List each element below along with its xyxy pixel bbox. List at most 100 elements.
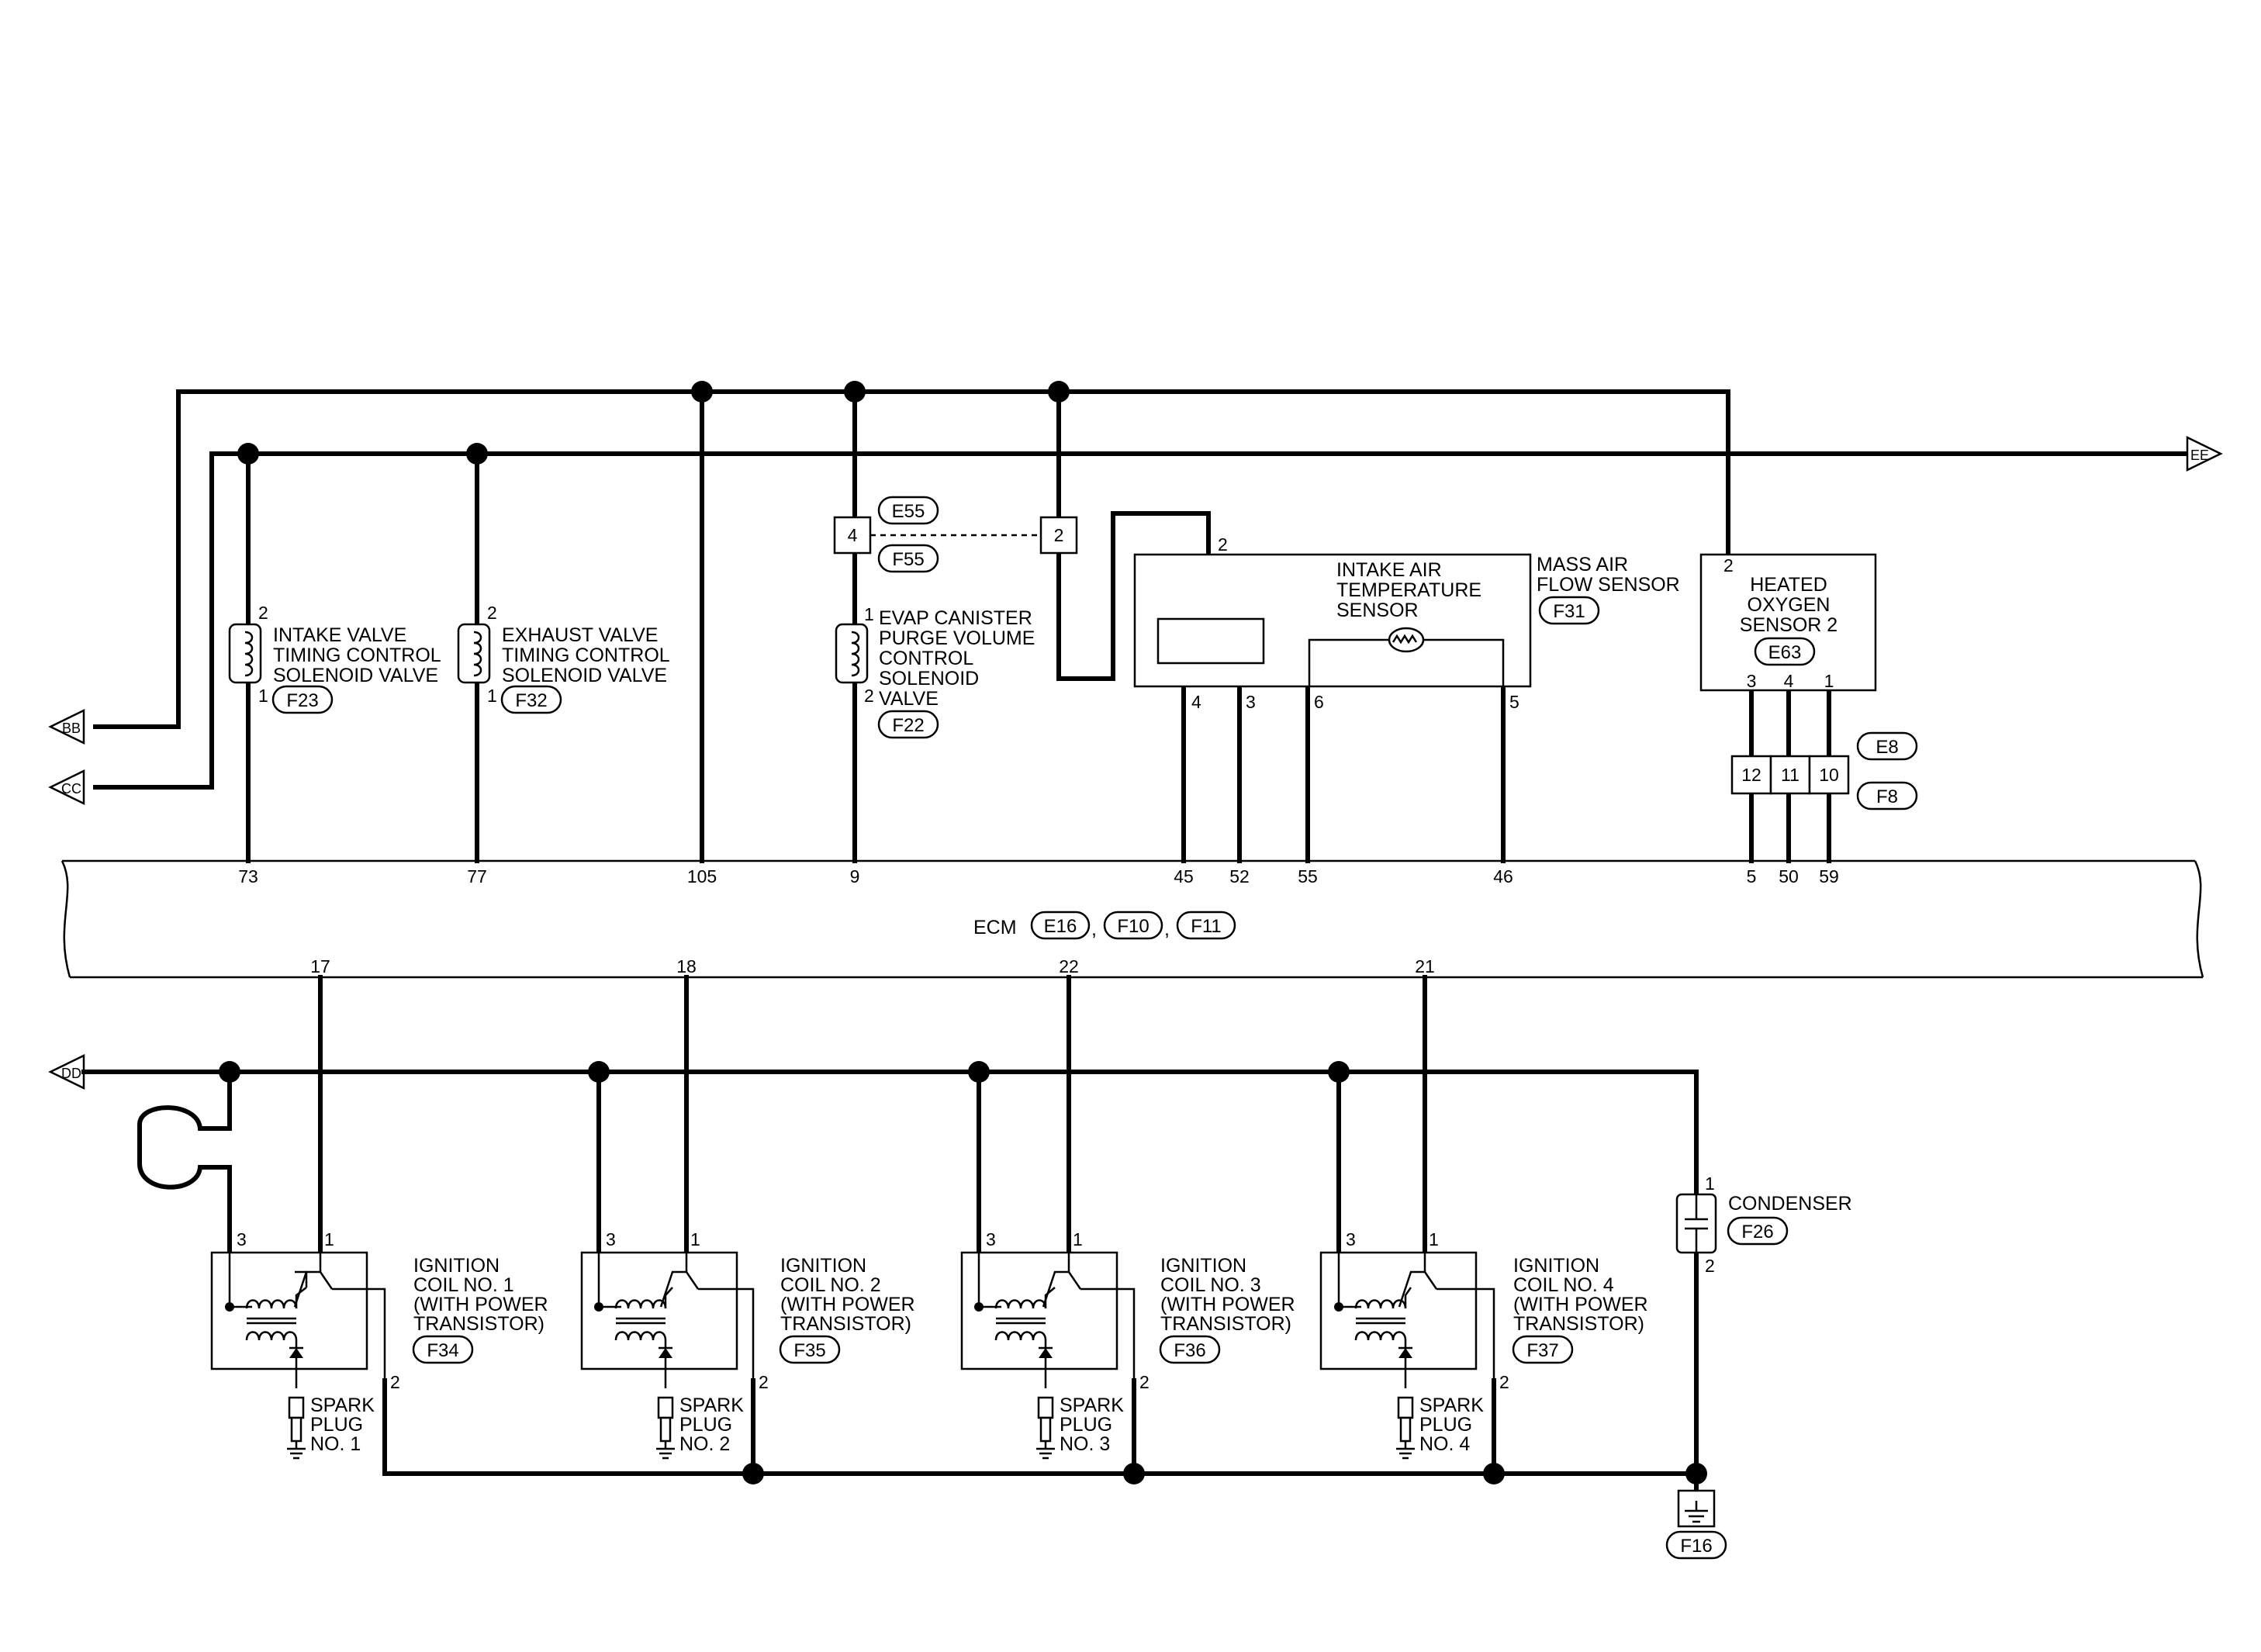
spark-plug-1-line2: PLUG [310,1414,363,1436]
evap-pin-top: 1 [864,604,874,624]
ho2s-line1: HEATED [1750,574,1827,596]
coil-2-pin-3: 3 [606,1229,616,1249]
joint-pin-right: 2 [1054,525,1064,545]
spark-plug-1-icon [287,1396,306,1460]
ecm-module: ECM E16 , F10 , F11 [61,859,2204,979]
ecm-pin-59: 59 [1819,866,1839,886]
ecm-label: ECM [973,917,1017,938]
maf-pin-5: 5 [1509,692,1519,712]
intake-valve-line1: INTAKE VALVE [273,624,406,646]
harness-bb-label: BB [62,721,81,736]
coil-1-pin-3: 3 [237,1229,247,1249]
ecm-pin-17: 17 [310,956,330,976]
ignition-coil-1: 3 1 2 IGNITION COIL NO. 1 (WITH POWER TR… [210,1229,548,1460]
heated-oxygen-sensor-2: 2 HEATED OXYGEN SENSOR 2 E63 3 4 1 [1699,553,1877,692]
maf-sensor-line1: MASS AIR [1537,554,1628,575]
coil-3-connector: F36 [1174,1340,1205,1361]
ho2s-line2: OXYGEN [1748,594,1831,616]
intake-valve-solenoid: 2 1 INTAKE VALVE TIMING CONTROL SOLENOID… [228,603,441,714]
coil-winding-icon [245,1287,307,1341]
coil-4-line4: TRANSISTOR) [1513,1313,1644,1335]
inline-connector-e8-f8: 12 11 10 E8 F8 [1730,731,1918,810]
harness-bb-arrow[interactable]: BB [48,708,85,745]
ecm-pin-22: 22 [1059,956,1079,976]
ecm-pin-21: 21 [1415,956,1435,976]
coil-4-pin-2: 2 [1499,1372,1509,1392]
ho2s-line3: SENSOR 2 [1740,614,1837,636]
bottom-wiring [81,975,1707,1503]
harness-ee-arrow[interactable]: EE [2186,435,2223,472]
coil-3-pin-2: 2 [1139,1372,1150,1392]
mass-air-flow-sensor: 2 4 3 6 5 INTAKE AIR TEMPERATURE SENSOR … [1133,534,1680,712]
spark-plug-3-line2: PLUG [1060,1414,1112,1436]
spark-plug-2-line1: SPARK [679,1395,744,1416]
coil-2-line3: (WITH POWER [780,1294,915,1315]
inline-connector-f8: F8 [1876,786,1898,807]
coil-4-pin-1: 1 [1429,1229,1439,1249]
ecm-pin-46: 46 [1493,866,1513,886]
coil-3-line1: IGNITION [1160,1255,1246,1277]
coil-1-line1: IGNITION [413,1255,500,1277]
ecm-comma-2: , [1164,918,1170,940]
coil-1-pin-2: 2 [390,1372,400,1392]
spark-plug-4-icon [1396,1396,1415,1460]
spark-plug-3-icon [1036,1396,1055,1460]
ecm-pin-77: 77 [467,866,487,886]
ecm-pin-55: 55 [1298,866,1318,886]
ecm-pin-5: 5 [1747,866,1757,886]
coil-3-line3: (WITH POWER [1160,1294,1295,1315]
exhaust-valve-line1: EXHAUST VALVE [502,624,658,646]
maf-connector: F31 [1553,601,1585,622]
exhaust-valve-connector: F32 [515,690,547,711]
coil-1-connector: F34 [427,1340,458,1361]
maf-pin-4: 4 [1191,692,1201,712]
condenser: 1 2 CONDENSER F26 [1675,1173,1852,1276]
ignition-coil-4: 3 1 2 IGNITION COIL NO. 4 (WITH POWER TR… [1319,1229,1648,1460]
solenoid-coil-icon [473,631,482,677]
evap-connector: F22 [892,715,924,736]
intake-valve-connector: F23 [286,690,318,711]
iat-sensor-line2: TEMPERATURE [1336,579,1481,601]
coil-2-pin-2: 2 [759,1372,769,1392]
coil-2-pin-1: 1 [690,1229,700,1249]
ecm-pin-9: 9 [850,866,860,886]
condenser-pin-top: 1 [1705,1173,1715,1194]
joint-connector-e55-f55: 4 2 E55 F55 [833,496,1078,573]
exhaust-valve-pin-top: 2 [487,603,497,623]
spark-plug-4-line3: NO. 4 [1419,1433,1470,1455]
ho2s-connector: E63 [1768,642,1802,663]
evap-purge-solenoid: 1 2 EVAP CANISTER PURGE VOLUME CONTROL S… [835,604,1035,739]
ecm-connector-f11: F11 [1191,916,1222,937]
evap-line4: SOLENOID [879,668,979,689]
spark-plug-3-line1: SPARK [1060,1395,1124,1416]
ecm-connector-e16-badge [1030,911,1091,940]
ground-connector: F16 [1680,1536,1712,1557]
exhaust-valve-pin-bottom: 1 [487,686,497,706]
ho2s-pin-1: 1 [1824,671,1834,691]
harness-cc-arrow[interactable]: CC [48,769,85,806]
coil-4-line1: IGNITION [1513,1255,1599,1277]
exhaust-valve-solenoid: 2 1 EXHAUST VALVE TIMING CONTROL SOLENOI… [457,603,670,714]
coil-1-pin-1: 1 [324,1229,334,1249]
ecm-comma-1: , [1091,918,1097,940]
intake-valve-pin-top: 2 [258,603,268,623]
coil-3-line4: TRANSISTOR) [1160,1313,1291,1335]
capacitor-icon [1685,1194,1708,1253]
spark-plug-4-line1: SPARK [1419,1395,1484,1416]
maf-sensor-line2: FLOW SENSOR [1537,574,1680,596]
condenser-label: CONDENSER [1728,1193,1852,1215]
maf-pin-top: 2 [1218,534,1228,555]
intake-valve-line3: SOLENOID VALVE [273,665,438,686]
ecm-connector-f10-badge [1103,911,1163,940]
exhaust-valve-line3: SOLENOID VALVE [502,665,667,686]
coil-2-connector: F35 [793,1340,825,1361]
evap-line1: EVAP CANISTER [879,607,1032,629]
evap-line3: CONTROL [879,648,973,669]
spark-plug-1-line1: SPARK [310,1395,375,1416]
condenser-pin-bottom: 2 [1705,1256,1715,1276]
harness-dd-arrow[interactable]: DD [48,1053,85,1090]
ho2s-pin-4: 4 [1784,671,1794,691]
coil-2-line1: IGNITION [780,1255,866,1277]
spark-plug-3-line3: NO. 3 [1060,1433,1110,1455]
